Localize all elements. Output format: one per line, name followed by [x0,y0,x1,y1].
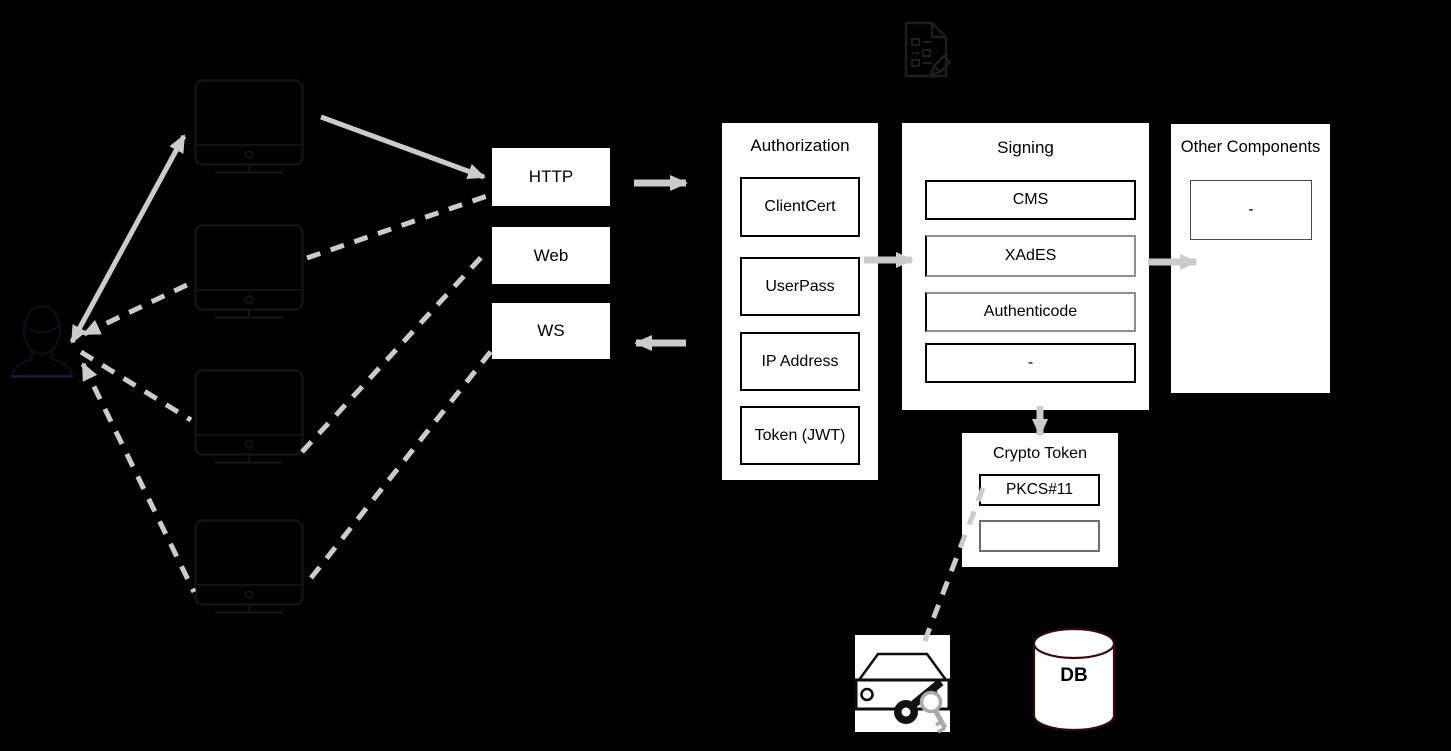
crypto-token-item-empty [979,520,1100,552]
auth-item-label: ClientCert [764,198,836,215]
signing-item-xades: XAdES [925,235,1136,277]
auth-item-ipaddress: IP Address [740,332,860,391]
dashed-user-client2 [82,280,193,337]
signing-item-label: XAdES [1004,247,1057,264]
dashed-client4-ws [309,348,494,580]
panel-crypto-token: Crypto Token PKCS#11 [962,433,1118,567]
node-web-label: Web [533,245,569,265]
signing-item-label: CMS [1012,191,1049,208]
auth-item-token-jwt: Token (JWT) [740,406,860,465]
desktop-monitor-icon [194,79,304,174]
auth-item-label: Token (JWT) [754,426,846,444]
user-silhouette-icon [11,304,73,378]
dashed-client3-web [300,249,489,454]
panel-authorization: Authorization ClientCert UserPass IP Add… [722,123,878,480]
other-components-title: Other Components [1180,138,1321,156]
arrow-user-to-client1 [69,134,187,344]
other-component-item: - [1190,180,1312,240]
auth-item-label: IP Address [761,352,839,370]
signing-item-cms: CMS [925,180,1136,220]
signing-item-label: Authenticode [983,303,1078,320]
dashed-user-client4 [80,362,197,594]
crypto-token-item-pkcs11: PKCS#11 [979,474,1100,506]
node-http-label: HTTP [528,167,574,186]
desktop-monitor-icon [194,369,304,464]
signing-title: Signing [997,138,1054,157]
desktop-monitor-icon [194,224,304,319]
dashed-user-client3 [79,349,193,423]
signing-item-empty: - [925,343,1136,383]
other-component-label: - [1248,201,1254,218]
dashed-client2-http [306,193,488,261]
document-signing-icon [904,21,952,78]
crypto-token-label: PKCS#11 [1006,481,1073,498]
panel-other-components: Other Components - [1171,124,1330,393]
panel-signing: Signing CMS XAdES Authenticode - [902,123,1149,410]
auth-item-userpass: UserPass [740,257,860,316]
auth-item-label: UserPass [765,277,835,295]
authorization-title: Authorization [750,136,850,155]
node-http: HTTP [492,148,610,206]
desktop-monitor-icon [194,519,304,614]
node-web: Web [492,227,610,284]
signing-item-label: - [1027,354,1034,371]
arrow-client1-to-http [320,114,486,180]
node-ws-label: WS [537,321,565,340]
crypto-token-title: Crypto Token [993,445,1087,462]
auth-item-clientcert: ClientCert [740,177,860,237]
database-label: DB [1060,665,1088,686]
hsm-device-with-keys-icon [854,635,951,734]
signing-item-authenticode: Authenticode [925,292,1136,332]
node-ws: WS [492,303,610,359]
